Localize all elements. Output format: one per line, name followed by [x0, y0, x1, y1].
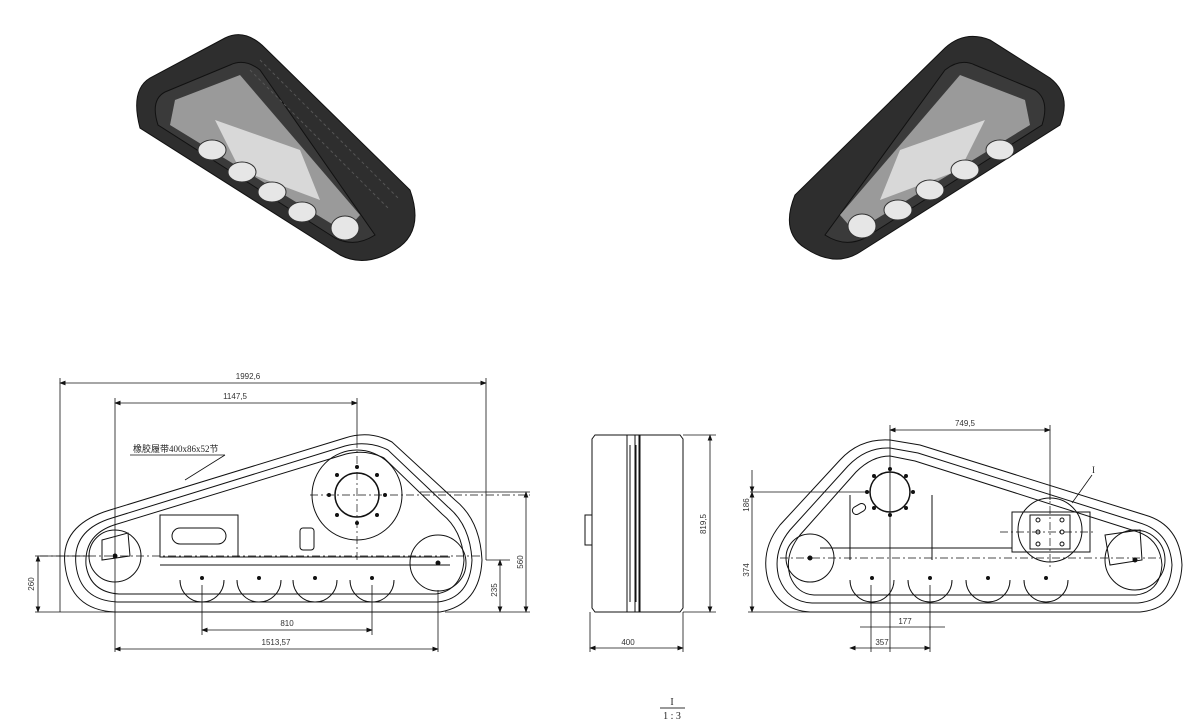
dim-overall-length: 1992,6: [236, 372, 261, 381]
dim-overall-height: 560: [516, 555, 525, 569]
rear-view-labels: 749,5 186 374 177 357 I: [742, 419, 1095, 647]
side-view: [584, 434, 716, 652]
dim-roller-span: 810: [280, 619, 294, 628]
isometric-view-left: [136, 34, 416, 261]
track-callout: 橡胶履带400x86x52节: [133, 443, 219, 454]
dim-wheelbase: 1513,57: [262, 638, 291, 647]
dim-side-width: 400: [621, 638, 635, 647]
rear-view: [748, 425, 1183, 652]
front-view-labels: 1992,6 1147,5 橡胶履带400x86x52节 260 810 151…: [27, 372, 525, 647]
detail-label: I: [1092, 465, 1095, 475]
scale-detail-label: I: [670, 697, 673, 708]
dim-sprocket-height: 235: [490, 583, 499, 597]
isometric-view-right: [788, 35, 1065, 260]
dim-rear-idler-height: 374: [742, 563, 751, 577]
dim-roller-offset: 177: [898, 617, 912, 626]
side-view-labels: 819,5 400: [621, 513, 708, 647]
dim-sprocket-to-roller: 357: [875, 638, 889, 647]
front-view: [35, 378, 530, 652]
scale-ratio: 1 : 3: [663, 711, 681, 722]
dim-side-height: 819,5: [699, 513, 708, 534]
dim-sprocket-offset: 1147,5: [223, 392, 247, 401]
scale-note: I 1 : 3: [660, 697, 685, 722]
dim-sprocket-drop: 186: [742, 498, 751, 512]
dim-sprocket-to-detail: 749,5: [955, 419, 976, 428]
dim-idler-height: 260: [27, 577, 36, 591]
